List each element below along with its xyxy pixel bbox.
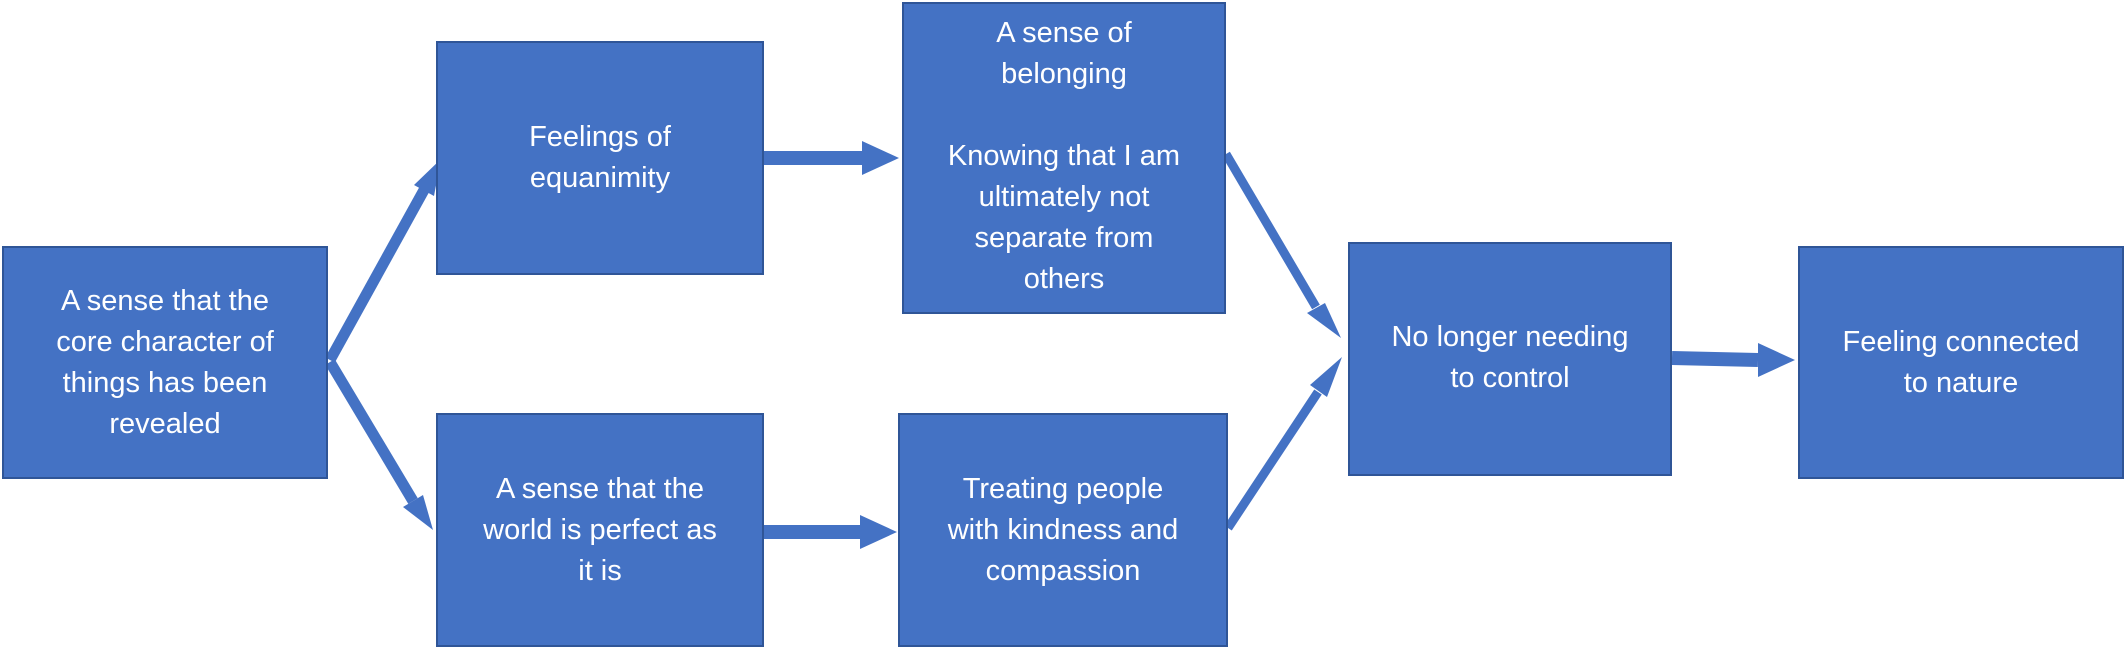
node-text: core character of xyxy=(56,325,274,358)
node-feeling-connected-to-nature: Feeling connected to nature xyxy=(1798,246,2124,479)
node-no-longer-needing-to-control: No longer needing to control xyxy=(1348,242,1672,476)
node-text: with kindness and xyxy=(947,513,1179,546)
arrow-c-to-e xyxy=(764,515,897,549)
node-text: equanimity xyxy=(529,162,671,194)
node-text: it is xyxy=(578,554,622,587)
node-text: belonging xyxy=(1001,58,1127,90)
node-text: No longer needing xyxy=(1391,321,1629,353)
node-text: Treating people xyxy=(962,472,1164,505)
node-text: others xyxy=(1023,263,1105,295)
node-text: Feelings of xyxy=(529,121,671,153)
node-text: things has been xyxy=(62,366,268,399)
arrow-a-to-b xyxy=(325,159,441,363)
node-text: to nature xyxy=(1903,366,2019,399)
node-text: A sense that the xyxy=(496,472,704,505)
arrow-b-to-d xyxy=(764,141,899,175)
node-text: ultimately not xyxy=(978,181,1150,213)
node-sense-of-belonging: A sense of belonging Knowing that I am u… xyxy=(902,2,1226,314)
node-text: world is perfect as xyxy=(483,513,717,546)
node-treating-people-with-kindness: Treating people with kindness and compas… xyxy=(898,413,1228,647)
node-text: Feeling connected xyxy=(1842,325,2080,358)
node-core-character-revealed: A sense that the core character of thing… xyxy=(2,246,328,479)
node-text: revealed xyxy=(109,407,221,440)
node-text: A sense that the xyxy=(61,284,269,317)
arrow-e-to-f xyxy=(1224,357,1342,531)
arrow-f-to-g xyxy=(1671,343,1795,377)
node-text: compassion xyxy=(985,554,1141,587)
arrow-d-to-f xyxy=(1222,151,1341,338)
node-text: Knowing that I am xyxy=(947,140,1181,172)
node-text: to control xyxy=(1450,362,1570,394)
node-text: A sense of xyxy=(996,17,1132,49)
arrow-a-to-c xyxy=(325,359,433,530)
node-text: separate from xyxy=(974,222,1154,254)
node-world-is-perfect: A sense that the world is perfect as it … xyxy=(436,413,764,647)
node-feelings-of-equanimity: Feelings of equanimity xyxy=(436,41,764,275)
